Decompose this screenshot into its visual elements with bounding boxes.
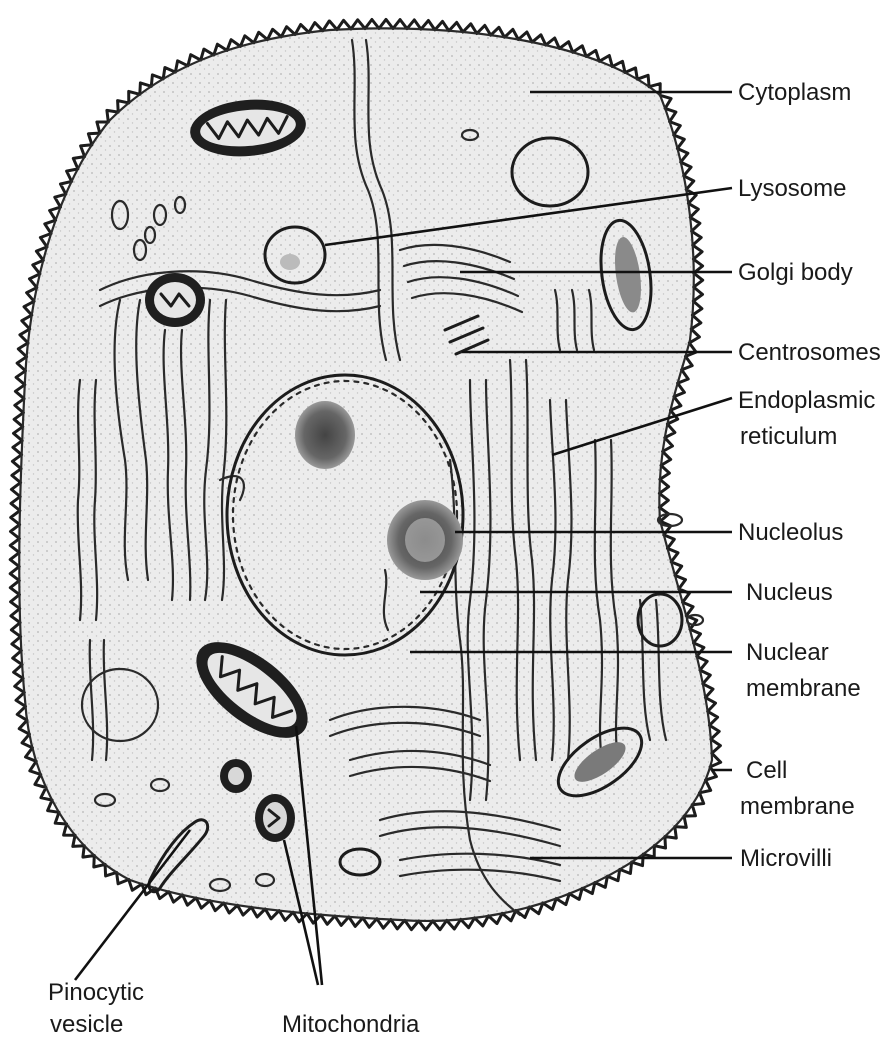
label-nuclear-line1: Nuclear — [746, 639, 829, 666]
nucleolus-upper — [295, 401, 355, 469]
label-endoplasmic-line2: reticulum — [740, 423, 837, 450]
label-cell-line1: Cell — [746, 757, 787, 784]
mitochondrion-left — [145, 273, 205, 327]
label-lysosome: Lysosome — [738, 175, 847, 202]
label-cell-line2: membrane — [740, 793, 855, 820]
label-nuclear-line2: membrane — [746, 675, 861, 702]
label-cytoplasm: Cytoplasm — [738, 79, 851, 106]
mitochondrion-small-b — [255, 794, 295, 842]
label-nucleus: Nucleus — [746, 579, 833, 606]
label-endoplasmic-line1: Endoplasmic — [738, 387, 875, 414]
label-pinocytic-line2: vesicle — [50, 1011, 123, 1038]
label-golgi-body: Golgi body — [738, 259, 853, 286]
label-mitochondria: Mitochondria — [282, 1011, 420, 1038]
label-centrosomes: Centrosomes — [738, 339, 881, 366]
mitochondrion-small-a — [220, 759, 252, 793]
label-microvilli: Microvilli — [740, 845, 832, 872]
label-pinocytic-line1: Pinocytic — [48, 979, 144, 1006]
cell-body — [10, 19, 721, 930]
label-nucleolus: Nucleolus — [738, 519, 843, 546]
